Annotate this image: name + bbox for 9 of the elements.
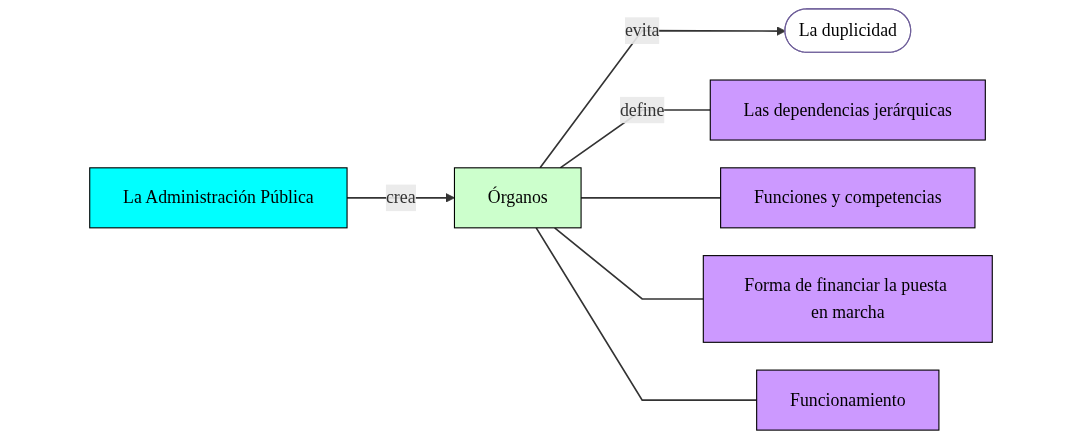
node-box: Funciones y competencias: [720, 167, 976, 229]
node-box: Las dependencias jerárquicas: [709, 79, 986, 141]
node-box: Forma de financiar la puesta en marcha: [702, 255, 993, 343]
edge-label: evita: [624, 20, 660, 40]
node-box: Funcionamiento: [756, 369, 940, 431]
edge-label: crea: [385, 187, 416, 207]
node-box: La Administración Pública: [89, 167, 348, 229]
node-box: Órganos: [453, 167, 582, 229]
edge-label: define: [619, 100, 665, 119]
